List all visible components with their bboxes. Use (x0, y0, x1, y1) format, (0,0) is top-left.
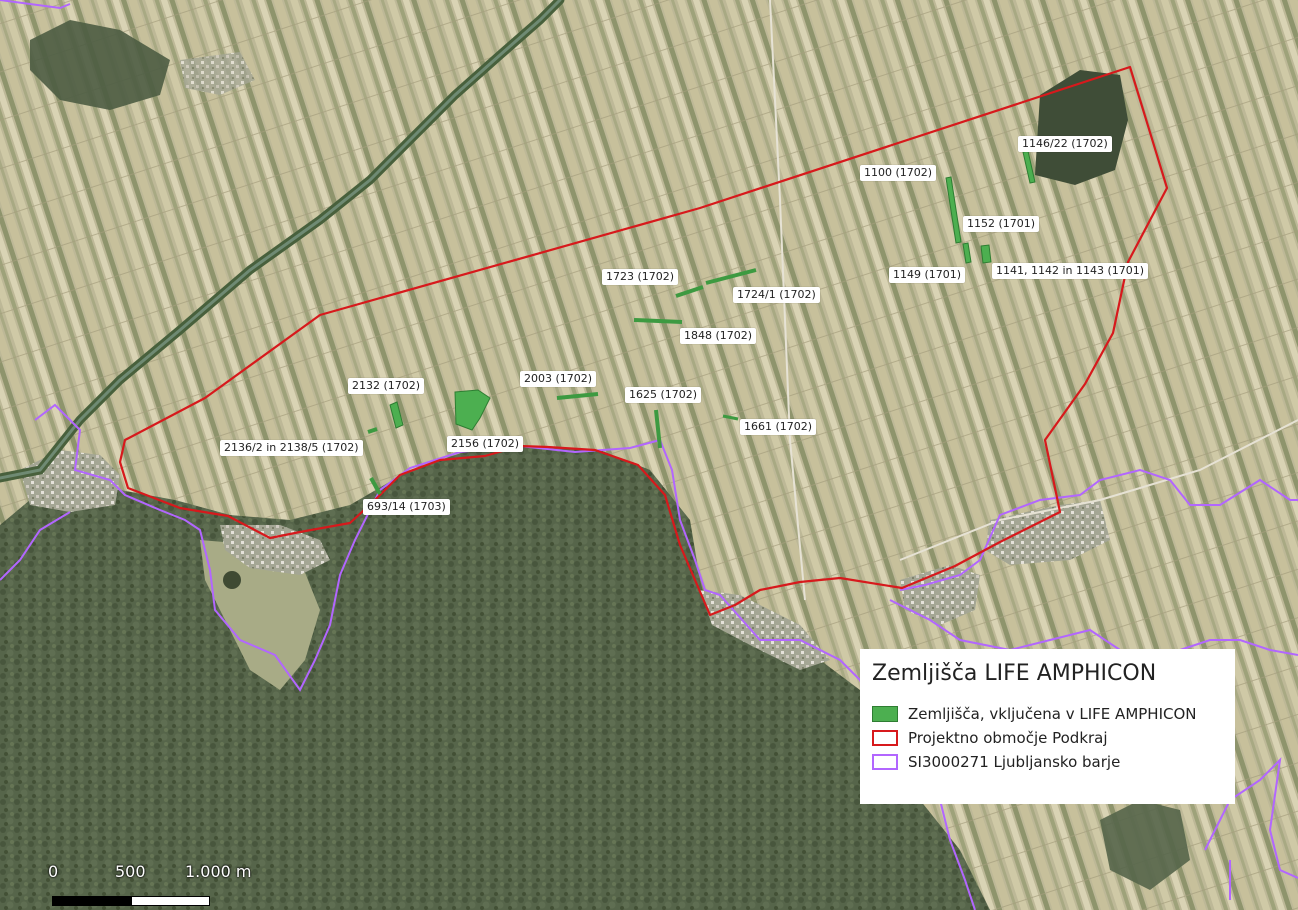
forest-patch-northeast (1035, 70, 1128, 185)
project-boundary (118, 65, 1169, 617)
legend-label-natura: SI3000271 Ljubljansko barje (908, 753, 1121, 771)
label-1625: 1625 (1702) (625, 387, 702, 403)
natura-boundary (0, 0, 1298, 879)
scale-tick-500: 500 (115, 862, 146, 881)
label-2132: 2132 (1702) (348, 378, 425, 394)
parcel-1661[interactable] (722, 414, 739, 421)
road-east (899, 419, 1298, 561)
label-1146-22: 1146/22 (1702) (1018, 136, 1112, 152)
parcel-1141[interactable] (980, 244, 992, 264)
forest-patch-north (30, 20, 170, 110)
legend-label-project-area: Projektno območje Podkraj (908, 729, 1108, 747)
label-693-14: 693/14 (1703) (363, 499, 450, 515)
parcel-2156[interactable] (454, 389, 491, 431)
purple-outline-swatch-icon (872, 754, 898, 770)
legend-item-parcels: Zemljišča, vključena v LIFE AMPHICON (872, 702, 1223, 726)
scale-tick-1000: 1.000 m (185, 862, 252, 881)
label-1152: 1152 (1701) (963, 216, 1040, 232)
label-1141-1142-1143: 1141, 1142 in 1143 (1701) (992, 263, 1149, 279)
map-legend: Zemljišča LIFE AMPHICON Zemljišča, vklju… (860, 649, 1235, 804)
parcel-1100[interactable] (945, 176, 962, 244)
parcel-1149[interactable] (962, 242, 972, 264)
label-1661: 1661 (1702) (740, 419, 817, 435)
parcel-1723[interactable] (675, 285, 704, 298)
red-outline-swatch-icon (872, 730, 898, 746)
legend-title: Zemljišča LIFE AMPHICON (872, 661, 1157, 686)
legend-item-project-area: Projektno območje Podkraj (872, 726, 1223, 750)
label-1149: 1149 (1701) (889, 267, 966, 283)
label-1848: 1848 (1702) (680, 328, 757, 344)
village-northwest (180, 52, 255, 95)
parcel-1724-1[interactable] (705, 268, 757, 285)
scale-segment-white (131, 896, 210, 906)
scale-bar: 0 500 1.000 m (40, 862, 270, 906)
parcel-1625[interactable] (654, 409, 662, 449)
label-1723: 1723 (1702) (602, 269, 679, 285)
river-water (0, 0, 562, 480)
label-2136-2-2138-5: 2136/2 in 2138/5 (1702) (220, 440, 363, 456)
parcel-2003[interactable] (556, 392, 599, 400)
legend-label-parcels: Zemljišča, vključena v LIFE AMPHICON (908, 705, 1197, 723)
parcel-693-14[interactable] (369, 477, 382, 495)
parcel-2132[interactable] (389, 401, 404, 429)
road (769, 0, 806, 601)
green-fill-swatch-icon (872, 706, 898, 722)
legend-item-natura: SI3000271 Ljubljansko barje (872, 750, 1223, 774)
pond (223, 571, 241, 589)
scale-tick-0: 0 (48, 862, 59, 881)
forest-patch-east (1100, 800, 1190, 890)
label-2003: 2003 (1702) (520, 371, 597, 387)
label-1100: 1100 (1702) (860, 165, 937, 181)
label-2156: 2156 (1702) (447, 436, 524, 452)
parcel-2136-2138[interactable] (367, 427, 378, 434)
scale-segment-black (52, 896, 132, 906)
village-southwest (220, 525, 330, 575)
label-1724-1: 1724/1 (1702) (733, 287, 820, 303)
parcel-1848[interactable] (633, 318, 683, 324)
